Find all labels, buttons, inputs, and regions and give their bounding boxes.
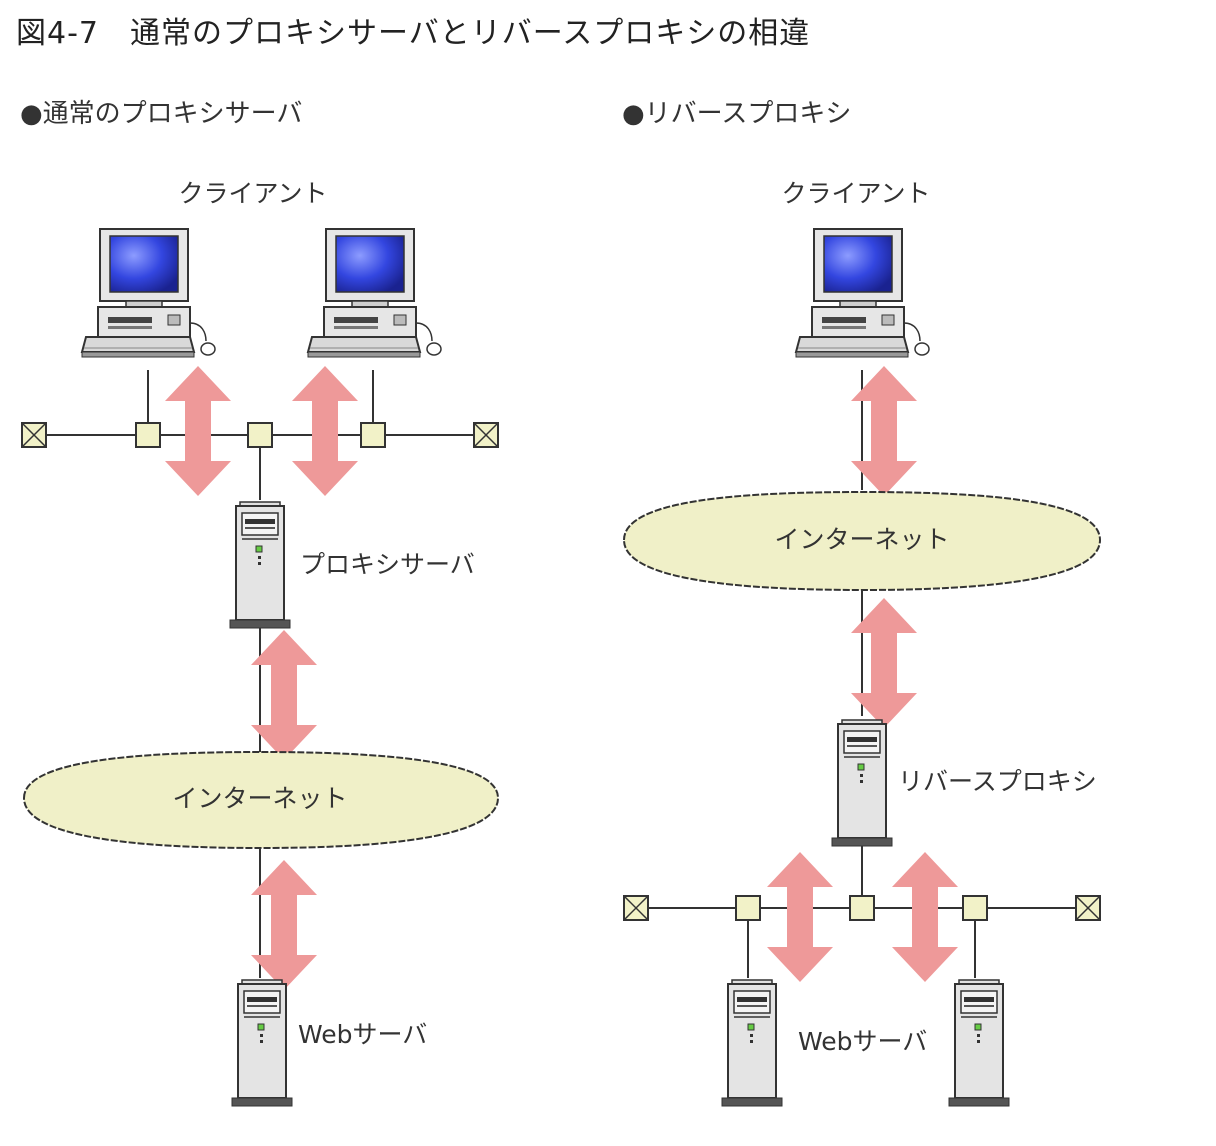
left-client-label: クライアント xyxy=(178,179,327,208)
right-lan-hub-1 xyxy=(735,895,761,921)
right-diagram: ●リバースプロキシ クライアント インターネット リバースプロキシ xyxy=(622,99,1102,1107)
left-proxy-label: プロキシサーバ xyxy=(300,550,475,579)
right-internet-label: インターネット xyxy=(774,525,949,554)
left-web-server xyxy=(231,979,293,1107)
right-web-label: Webサーバ xyxy=(798,1027,927,1056)
right-client-label: クライアント xyxy=(781,179,930,208)
left-lan-terminator-right xyxy=(473,422,499,448)
left-diagram: ●通常のプロキシサーバ クライアント xyxy=(20,99,500,1107)
left-arrow-client-2 xyxy=(292,366,358,496)
left-internet-cloud xyxy=(22,750,500,850)
right-heading: ●リバースプロキシ xyxy=(622,99,851,129)
right-arrow-web-1 xyxy=(767,852,833,982)
right-client-pc xyxy=(795,228,930,358)
right-proxy-label: リバースプロキシ xyxy=(898,767,1097,796)
right-arrow-client-internet xyxy=(851,366,917,496)
right-arrow-internet-proxy xyxy=(851,598,917,728)
left-arrow-client-1 xyxy=(165,366,231,496)
left-internet-label: インターネット xyxy=(172,784,347,813)
right-lan-terminator-left xyxy=(623,895,649,921)
right-web-server-1 xyxy=(721,979,783,1107)
left-lan-hub-1 xyxy=(135,422,161,448)
right-arrow-web-2 xyxy=(892,852,958,982)
right-web-server-2 xyxy=(948,979,1010,1107)
left-web-label: Webサーバ xyxy=(298,1020,427,1049)
right-internet-cloud xyxy=(622,490,1102,592)
right-reverse-proxy-server xyxy=(831,719,893,847)
left-proxy-server xyxy=(229,501,291,629)
figure-title: 図4-7 通常のプロキシサーバとリバースプロキシの相違 xyxy=(16,16,811,51)
left-lan-hub-3 xyxy=(360,422,386,448)
left-heading: ●通常のプロキシサーバ xyxy=(20,99,302,129)
right-lan-terminator-right xyxy=(1075,895,1101,921)
left-lan-terminator-left xyxy=(21,422,47,448)
left-client-pc-1 xyxy=(81,228,216,358)
right-lan-hub-3 xyxy=(962,895,988,921)
right-lan-hub-2 xyxy=(849,895,875,921)
left-lan-hub-2 xyxy=(247,422,273,448)
left-client-pc-2 xyxy=(307,228,442,358)
